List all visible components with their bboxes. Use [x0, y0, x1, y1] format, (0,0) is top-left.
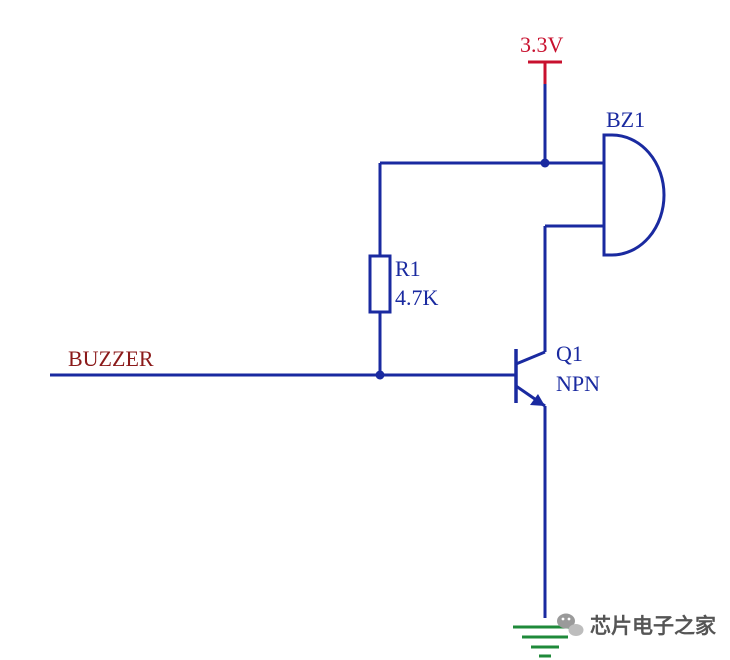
buzzer-designator: BZ1 [606, 107, 645, 132]
transistor-type: NPN [556, 371, 600, 396]
watermark-text: 芯片电子之家 [590, 614, 717, 638]
transistor-designator: Q1 [556, 341, 583, 366]
transistor-collector-lead [515, 350, 546, 366]
transistor-symbol: Q1 NPN [514, 341, 600, 408]
resistor-body [368, 254, 392, 314]
wires [50, 84, 604, 618]
resistor-designator: R1 [395, 256, 421, 281]
emitter-arrow [530, 394, 545, 406]
power-symbol: 3.3V [520, 32, 564, 84]
net-label: BUZZER [68, 346, 154, 371]
power-label: 3.3V [520, 32, 564, 57]
resistor-value: 4.7K [395, 285, 439, 310]
wechat-icon [557, 613, 584, 636]
buzzer-body [602, 133, 666, 257]
buzzer-symbol: BZ1 [602, 107, 666, 257]
junction-dot [375, 370, 385, 380]
watermark: 芯片电子之家 [557, 613, 717, 638]
junction-dot [540, 158, 550, 168]
resistor-symbol: R1 4.7K [368, 254, 439, 314]
ground-symbol [513, 625, 577, 658]
